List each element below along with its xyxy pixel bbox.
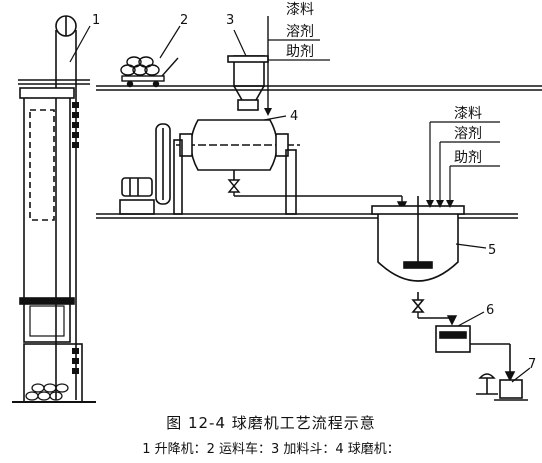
process-flow-diagram: 漆料 溶剂 助剂 [12, 2, 542, 403]
label-6: 6 [486, 303, 494, 318]
tank-feed-label-solvent: 溶剂 [454, 126, 482, 142]
elevator [12, 15, 96, 403]
ball-mill [155, 119, 300, 215]
figure-caption: 图 12-4 球磨机工艺流程示意 [166, 414, 376, 432]
feed-hopper [227, 55, 269, 111]
elevator-sacks [25, 383, 69, 401]
label-2: 2 [180, 13, 188, 28]
elevator-chain [72, 102, 79, 374]
feed-label-paint: 漆料 [286, 2, 314, 18]
label-7: 7 [528, 357, 536, 372]
mixing-tank [371, 196, 465, 313]
filter-unit [435, 325, 516, 382]
label-5: 5 [488, 243, 496, 258]
number-text: 1 2 3 4 5 6 7 [92, 13, 536, 372]
label-3: 3 [226, 13, 234, 28]
transport-cart [120, 56, 179, 88]
figure-legend: 1 升降机：2 运料车：3 加料斗：4 球磨机： [142, 442, 400, 457]
tank-feed-label-paint: 漆料 [454, 106, 482, 122]
tank-outlet-pipe [417, 312, 458, 326]
tank-feed-labels: 漆料 溶剂 助剂 [426, 106, 500, 208]
feed-label-additive: 助剂 [286, 44, 314, 60]
upper-platform [96, 85, 542, 91]
product-container [476, 373, 528, 401]
label-1: 1 [92, 13, 100, 28]
mill-motor [119, 177, 155, 215]
top-feed-labels: 漆料 溶剂 助剂 [264, 2, 330, 116]
label-4: 4 [290, 109, 298, 124]
feed-label-solvent: 溶剂 [286, 24, 314, 40]
number-labels [69, 25, 531, 383]
tank-feed-label-additive: 助剂 [454, 150, 482, 166]
